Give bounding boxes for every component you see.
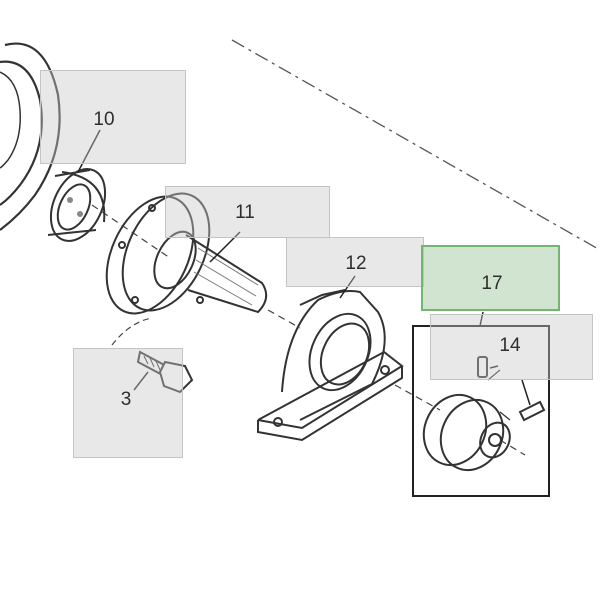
callout-label-17: 17: [481, 273, 503, 294]
callout-box-3: [73, 348, 183, 458]
flange-shaft-part: [105, 192, 268, 315]
bolt-path-line: [111, 317, 153, 346]
shaft-axis-line: [91, 204, 526, 456]
callout-label-14: 14: [499, 335, 521, 356]
insert-bearing-part: [422, 393, 511, 472]
callout-label-3: 3: [120, 389, 132, 410]
callout-box-11: [165, 186, 330, 238]
center-axis-line: [231, 39, 600, 251]
bearing-housing-part: [257, 289, 404, 442]
callout-label-11: 11: [235, 202, 255, 223]
callout-box-17: [421, 245, 560, 311]
callout-box-10: [40, 70, 186, 164]
callout-box-14: [430, 314, 593, 380]
callout-box-12: [286, 237, 424, 287]
bolt-part: [136, 350, 194, 394]
callout-label-10: 10: [93, 109, 115, 130]
flywheel-part: [0, 42, 61, 231]
bearing-part: [47, 168, 107, 242]
kit-frame: [412, 325, 550, 497]
callout-label-12: 12: [345, 253, 367, 274]
grub-screws-part: [477, 356, 546, 422]
leader-lines: [77, 129, 531, 406]
